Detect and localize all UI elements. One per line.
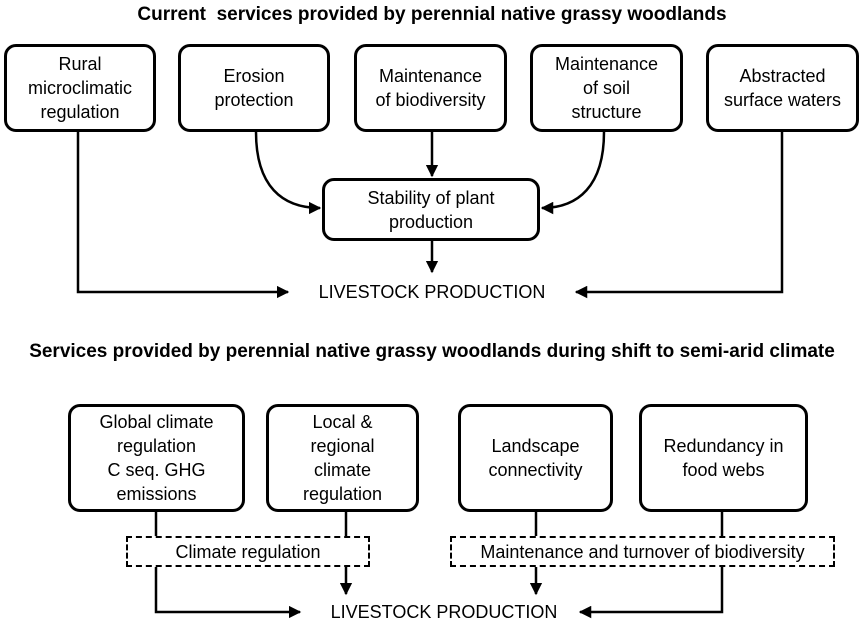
box-line: Rural [58,54,102,74]
group-box-biodiversity-turnover: Maintenance and turnover of biodiversity [450,536,835,567]
service-box-landscape-connectivity: Landscape connectivity [458,404,613,512]
box-line: climate [313,460,371,480]
service-box-rural-microclimatic-regulation: Rural microclimatic regulation [4,44,156,132]
box-line: food webs [682,460,765,480]
water-to-livestock-connector [574,132,784,299]
box-line: of biodiversity [375,90,486,110]
bottom-outcome-label: LIVESTOCK PRODUCTION [330,602,558,622]
biodiversity-group-to-livestock-connector [578,567,724,619]
soil-to-stability-arrow [540,131,606,215]
service-box-abstracted-surface-waters: Abstracted surface waters [706,44,859,132]
box-line: Redundancy in [663,436,784,456]
box-line: microclimatic [27,78,132,98]
intermediate-box-stability-of-plant-production: Stability of plant production [322,178,540,241]
box-line: regulation [116,436,197,456]
box-line: C seq. GHG [107,460,206,480]
service-box-redundancy-in-food-webs: Redundancy in food webs [639,404,808,512]
box-line: Maintenance [554,54,659,74]
box-line: regulation [302,484,383,504]
top-outcome-label: LIVESTOCK PRODUCTION [318,282,546,302]
box-line: Stability of plant [367,187,495,208]
service-box-local-regional-climate-regulation: Local & regional climate regulation [266,404,419,512]
box-line: emissions [116,484,197,504]
box-line: production [388,211,474,232]
box-line: regional [310,436,375,456]
bottom-section-title: Services provided by perennial native gr… [29,341,835,362]
box-line: Maintenance [378,66,483,86]
box-line: Erosion [223,66,285,86]
rural-to-livestock-connector [76,132,290,299]
box-line: Local & [312,412,373,432]
box-line: Global climate [99,412,214,432]
box-line: connectivity [488,460,583,480]
service-box-maintenance-of-biodiversity: Maintenance of biodiversity [354,44,507,132]
erosion-to-stability-arrow [254,131,322,215]
box-line: structure [571,102,642,122]
service-box-maintenance-of-soil-structure: Maintenance of soil structure [530,44,683,132]
top-section-title: Current services provided by perennial n… [137,4,727,25]
group-box-climate-regulation: Climate regulation [126,536,370,567]
box-line: protection [214,90,294,110]
box-line: regulation [40,102,120,122]
box-line: surface waters [723,90,842,110]
climate-group-to-livestock-connector [154,567,302,619]
service-box-global-climate-regulation: Global climate regulation C seq. GHG emi… [68,404,245,512]
box-line: Abstracted [739,66,826,86]
box-line: of soil [582,78,631,98]
box-line: Landscape [491,436,580,456]
service-box-erosion-protection: Erosion protection [178,44,330,132]
